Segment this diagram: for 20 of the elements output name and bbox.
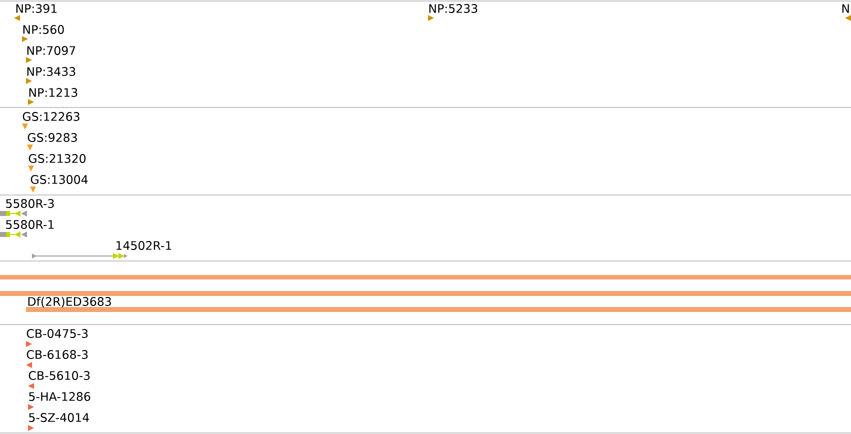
feature-label: GS:13004 bbox=[30, 175, 88, 184]
feature-label: CB-5610-3 bbox=[28, 371, 90, 380]
feature-label: GS:21320 bbox=[28, 154, 86, 163]
feature-label: N bbox=[842, 4, 849, 13]
feature-label: 5-HA-1286 bbox=[29, 392, 90, 401]
feature-label: Df(2R)ED3683 bbox=[28, 296, 111, 308]
feature-label: NP:5233 bbox=[429, 4, 478, 13]
feature-label: 5-SZ-4014 bbox=[29, 413, 89, 422]
feature-label: NP:560 bbox=[23, 25, 64, 34]
feature-label: 5580R-1 bbox=[6, 220, 54, 229]
feature-label: NP:1213 bbox=[29, 88, 78, 97]
feature-label: NP:3433 bbox=[27, 67, 76, 76]
feature-label: GS:12263 bbox=[22, 112, 80, 121]
feature-label: NP:7097 bbox=[27, 46, 76, 55]
feature-label: CB-0475-3 bbox=[26, 329, 88, 338]
feature-label: 5580R-3 bbox=[6, 199, 54, 208]
feature-label: NP:391 bbox=[16, 4, 57, 13]
feature-label: 14502R-1 bbox=[116, 241, 172, 250]
feature-label: CB-6168-3 bbox=[26, 350, 88, 359]
feature-label: GS:9283 bbox=[28, 133, 77, 142]
